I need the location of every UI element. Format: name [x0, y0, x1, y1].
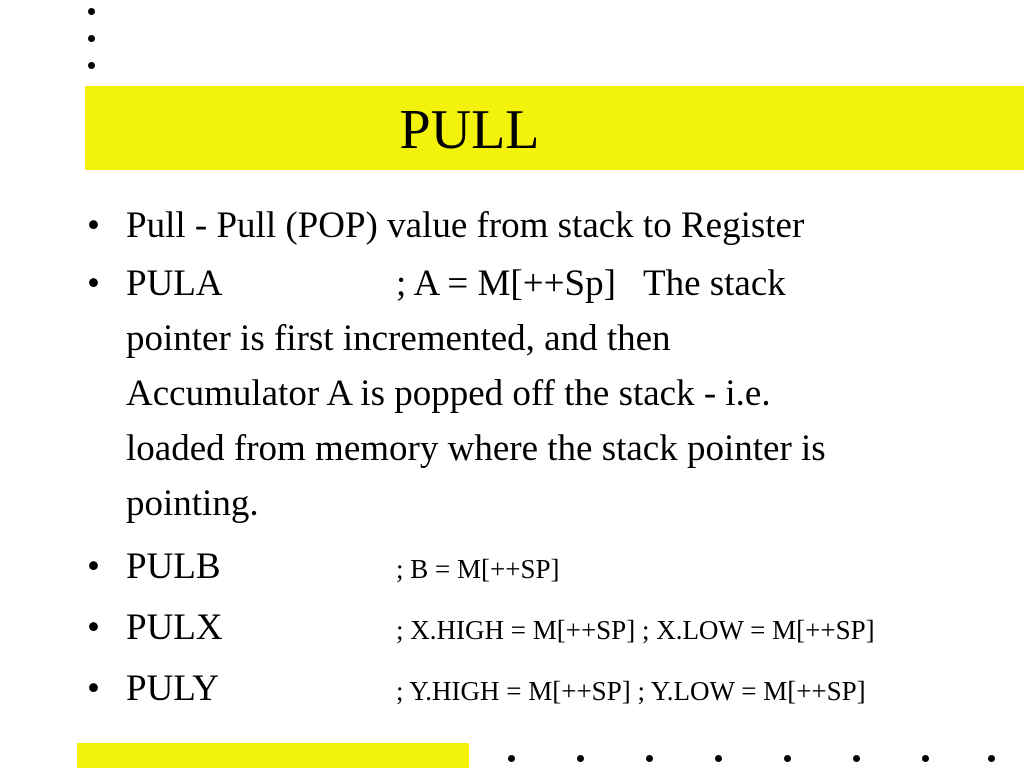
bottom-highlight-bar [77, 743, 469, 768]
bullet-icon: • [87, 546, 100, 587]
command-name: PULB [126, 546, 221, 587]
pula-line-5: pointing. [126, 483, 259, 524]
bullet-item-pulb: • PULB ; B = M[++SP] [87, 539, 1007, 597]
dot [922, 755, 929, 762]
command-detail: ; B = M[++SP] [396, 554, 560, 584]
bullet-icon: • [87, 668, 100, 709]
command-name: PULY [126, 668, 219, 709]
pula-line-3: Accumulator A is popped off the stack - … [126, 373, 771, 414]
bullet-item-puly: • PULY ; Y.HIGH = M[++SP] ; Y.LOW = M[++S… [87, 661, 1007, 719]
command-detail: ; Y.HIGH = M[++SP] ; Y.LOW = M[++SP] [396, 676, 866, 706]
bullet-icon: • [87, 205, 100, 246]
dot [784, 755, 791, 762]
pula-line-1: PULA ; A = M[++Sp] The stack [126, 256, 1007, 311]
dot [853, 755, 860, 762]
dot [715, 755, 722, 762]
pula-line-2: pointer is first incremented, and then [126, 318, 671, 359]
decorative-horizontal-dots [508, 755, 1008, 765]
dot [646, 755, 653, 762]
title-highlight-bar [85, 86, 1024, 170]
dot [988, 755, 995, 762]
bullet-icon: • [87, 607, 100, 648]
dot [508, 755, 515, 762]
dot [88, 35, 95, 42]
command-name: PULX [126, 607, 223, 648]
dot [88, 62, 95, 69]
command-name: PULA [126, 263, 223, 304]
bullet-icon: • [87, 263, 100, 304]
slide-title: PULL [399, 99, 540, 161]
dot [88, 8, 95, 15]
decorative-vertical-dots [88, 8, 100, 78]
slide-content: • Pull - Pull (POP) value from stack to … [87, 198, 1007, 719]
bullet-item-pula: • PULA ; A = M[++Sp] The stack pointer is… [87, 256, 1007, 531]
command-detail: ; X.HIGH = M[++SP] ; X.LOW = M[++SP] [396, 615, 875, 645]
bullet-item: • Pull - Pull (POP) value from stack to … [87, 198, 1007, 253]
dot [577, 755, 584, 762]
bullet-text: Pull - Pull (POP) value from stack to Re… [126, 205, 805, 246]
bullet-item-pulx: • PULX ; X.HIGH = M[++SP] ; X.LOW = M[++S… [87, 600, 1007, 658]
pula-line-4: loaded from memory where the stack point… [126, 428, 826, 469]
pula-description: ; A = M[++Sp] The stack [396, 263, 786, 304]
